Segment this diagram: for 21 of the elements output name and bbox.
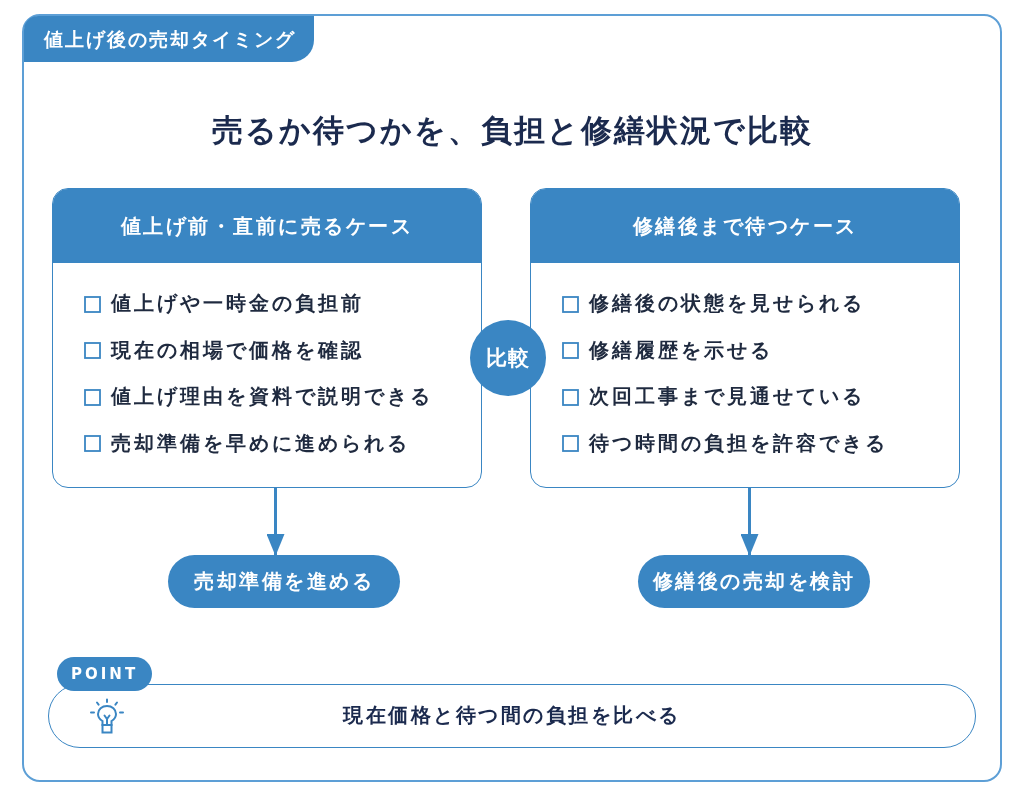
point-text: 現在価格と待つ間の負担を比べる bbox=[341, 703, 682, 729]
result-pill: 修繕後の売却を検討 bbox=[638, 555, 870, 608]
result-pill: 売却準備を進める bbox=[168, 555, 400, 608]
arrow bbox=[740, 488, 759, 556]
point-tag: POINT bbox=[57, 657, 153, 691]
checklist-item: 次回工事まで見通せている bbox=[589, 384, 865, 410]
checklist-item: 値上げ理由を資料で説明できる bbox=[111, 384, 433, 410]
checklist-item: 値上げや一時金の負担前 bbox=[111, 291, 364, 317]
checklist-item: 待つ時間の負担を許容できる bbox=[589, 430, 888, 457]
checklist-item: 修繕履歴を示せる bbox=[589, 337, 773, 364]
panel-frame bbox=[22, 14, 1002, 782]
panel-tab: 値上げ後の売却タイミング bbox=[24, 16, 314, 62]
checklist-item: 売却準備を早めに進められる bbox=[111, 430, 410, 457]
card-header: 修繕後まで待つケース bbox=[531, 189, 959, 263]
title-heading: 売るか待つかを、負担と修繕状況で比較 bbox=[210, 111, 814, 150]
card-header: 値上げ前・直前に売るケース bbox=[53, 189, 481, 263]
case-card bbox=[530, 188, 960, 488]
checklist-item: 現在の相場で価格を確認 bbox=[111, 337, 364, 364]
case-card bbox=[52, 188, 482, 488]
arrow bbox=[266, 488, 285, 556]
checklist-item: 修繕後の状態を見せられる bbox=[589, 291, 865, 317]
